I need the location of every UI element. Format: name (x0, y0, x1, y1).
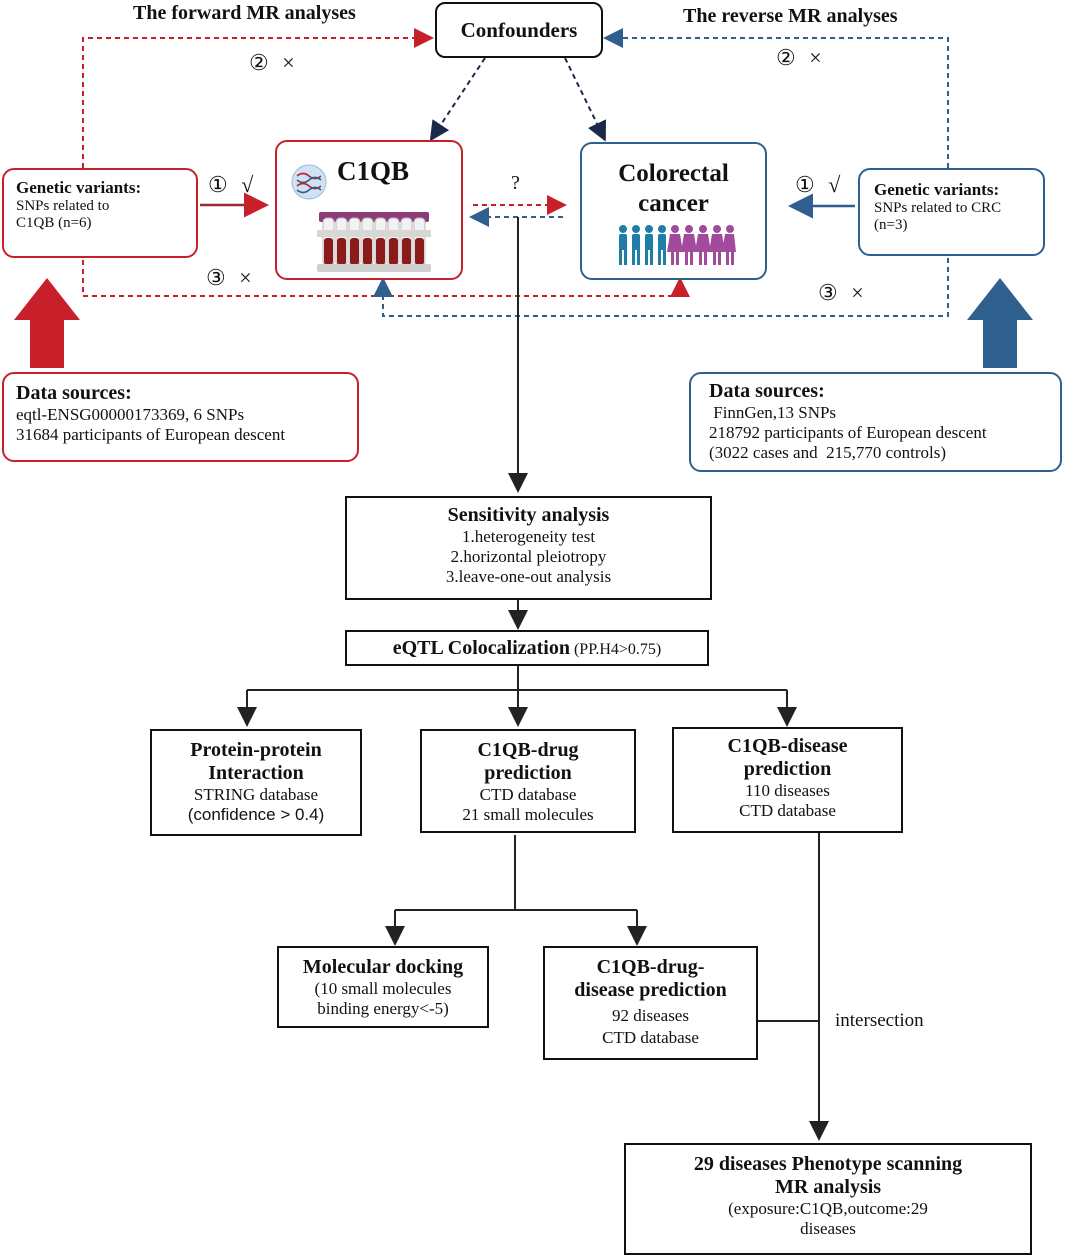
final-title: 29 diseases Phenotype scanning (693, 1153, 963, 1175)
disease-line: CTD database (739, 801, 836, 820)
ppi-title: Protein-protein (190, 739, 322, 761)
variants-line: (n=3) (874, 217, 908, 233)
sources-title: Data sources: (709, 380, 825, 402)
colorectal-cancer-box: Colorectal cancer (580, 142, 767, 280)
crc-title: Colorectal (618, 160, 729, 187)
blood-tube-rack-icon (317, 212, 431, 272)
drug-line: 21 small molecules (462, 805, 594, 824)
intersection-label: intersection (835, 1010, 924, 1031)
sources-line: 31684 participants of European descent (16, 425, 286, 444)
variants-line: SNPs related to CRC (874, 200, 1002, 216)
confounder-to-c1qb (429, 57, 486, 142)
step-1-marker: ① (795, 172, 815, 197)
docking-line: binding energy<-5) (317, 999, 449, 1018)
right-data-sources-box: Data sources: FinnGen,13 SNPs 218792 par… (689, 372, 1062, 472)
variants-line: SNPs related to (16, 198, 110, 214)
docking-line: (10 small molecules (314, 979, 452, 998)
final-line: (exposure:C1QB,outcome:29 (728, 1199, 928, 1218)
step-2-marker: ② (249, 50, 269, 75)
right-genetic-variants-box: Genetic variants: SNPs related to CRC (n… (858, 168, 1045, 256)
variants-line: C1QB (n=6) (16, 215, 92, 231)
step-2-marker: ② (776, 45, 796, 70)
drug-disease-title: C1QB-drug- (596, 956, 705, 978)
forward-heading: The forward MR analyses (133, 2, 356, 24)
step-3-marker: ③ (818, 280, 838, 305)
question-mark: ? (511, 172, 520, 194)
sources-line: eqtl-ENSG00000173369, 6 SNPs (16, 405, 245, 424)
sources-title: Data sources: (16, 382, 132, 404)
confounders-box: Confounders (435, 2, 603, 58)
step-1-marker: ① (208, 172, 228, 197)
disease-title: C1QB-disease (727, 735, 848, 757)
variants-title: Genetic variants: (874, 180, 1000, 199)
disease-title: prediction (743, 758, 832, 780)
drug-line: CTD database (479, 785, 577, 804)
up-arrow-icon (14, 278, 80, 368)
docking-title: Molecular docking (302, 956, 464, 978)
people-icon (619, 225, 736, 265)
drug-title: C1QB-drug (477, 739, 579, 761)
up-arrow-icon (967, 278, 1033, 368)
final-title: MR analysis (774, 1176, 882, 1198)
sensitivity-item: 2.horizontal pleiotropy (450, 547, 607, 566)
sources-line: 218792 participants of European descent (709, 423, 987, 442)
disease-line: 110 diseases (745, 781, 830, 800)
step-symbol: × (851, 280, 864, 305)
molecular-docking-box: Molecular docking (10 small molecules bi… (277, 946, 489, 1028)
drug-title: prediction (484, 762, 572, 784)
c1qb-box: C1QB (275, 140, 463, 280)
coloc-note: (PP.H4>0.75) (573, 641, 662, 658)
step-symbol: √ (828, 172, 841, 197)
variants-title: Genetic variants: (16, 178, 142, 197)
confounder-to-crc (564, 57, 606, 142)
flow-split (247, 666, 787, 691)
ppi-box: Protein-protein Interaction STRING datab… (150, 729, 362, 836)
eqtl-colocalization-box: eQTL Colocalization (PP.H4>0.75) (345, 630, 709, 666)
left-data-sources-box: Data sources: eqtl-ENSG00000173369, 6 SN… (2, 372, 359, 462)
sources-line: FinnGen,13 SNPs (709, 403, 837, 422)
drug-disease-line: 92 diseases (612, 1006, 689, 1025)
final-line: diseases (800, 1219, 856, 1238)
step-3-marker: ③ (206, 265, 226, 290)
drug-disease-line: CTD database (602, 1028, 699, 1047)
drug-disease-title: disease prediction (574, 979, 727, 1001)
sensitivity-item: 3.leave-one-out analysis (445, 567, 612, 586)
reverse-confounder-path (603, 28, 949, 168)
sensitivity-analysis-box: Sensitivity analysis 1.heterogeneity tes… (345, 496, 712, 600)
sources-line: (3022 cases and 215,770 controls) (709, 443, 947, 462)
phenotype-scanning-box: 29 diseases Phenotype scanning MR analys… (624, 1143, 1032, 1255)
ppi-line: (confidence > 0.4) (187, 805, 325, 824)
drug-prediction-box: C1QB-drug prediction CTD database 21 sma… (420, 729, 636, 833)
reverse-pleiotropy-path (373, 258, 949, 317)
step-symbol: × (239, 265, 252, 290)
forward-confounder-path (82, 28, 434, 168)
left-genetic-variants-box: Genetic variants: SNPs related to C1QB (… (2, 168, 198, 258)
ppi-title: Interaction (208, 762, 304, 784)
sensitivity-item: 1.heterogeneity test (461, 527, 596, 546)
disease-prediction-box: C1QB-disease prediction 110 diseases CTD… (672, 727, 903, 833)
step-symbol: × (282, 50, 295, 75)
step-symbol: √ (241, 172, 254, 197)
ppi-line: STRING database (193, 785, 319, 804)
dna-icon (291, 164, 327, 200)
step-symbol: × (809, 45, 822, 70)
coloc-title: eQTL Colocalization (392, 637, 570, 659)
crc-title: cancer (638, 190, 709, 217)
c1qb-title: C1QB (337, 156, 410, 186)
sensitivity-title: Sensitivity analysis (447, 504, 610, 526)
drug-disease-prediction-box: C1QB-drug- disease prediction 92 disease… (543, 946, 758, 1060)
drug-split (395, 835, 637, 911)
reverse-heading: The reverse MR analyses (683, 5, 898, 27)
